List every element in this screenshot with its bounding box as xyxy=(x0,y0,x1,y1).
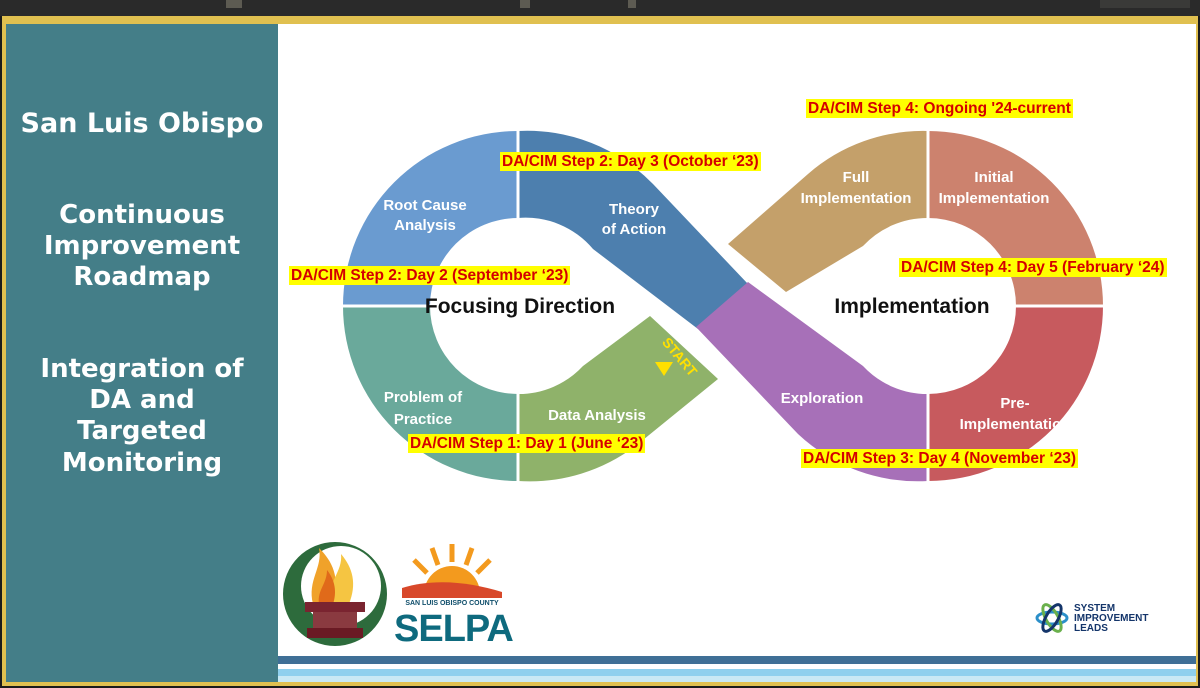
slide-title-location: San Luis Obispo xyxy=(20,108,264,139)
label-theory-1: Theory xyxy=(609,201,660,218)
selpa-logo: SAN LUIS OBISPO COUNTY SELPA xyxy=(394,538,514,656)
torch-logo xyxy=(283,542,387,646)
footer-stripes xyxy=(278,656,1196,682)
label-full-1: Full xyxy=(843,169,870,186)
top-bar-mark xyxy=(520,0,530,8)
sil-line2: IMPROVEMENT xyxy=(1074,613,1149,624)
segment-data-analysis xyxy=(518,316,718,482)
label-data-analysis: Data Analysis xyxy=(548,407,646,424)
segment-pre-implementation xyxy=(928,306,1103,481)
sil-line1: SYSTEM xyxy=(1074,603,1116,614)
selpa-wordmark: SELPA xyxy=(394,608,514,650)
focusing-direction-label: Focusing Direction xyxy=(425,295,615,318)
label-problem-1: Problem of xyxy=(384,389,463,406)
label-root-cause-2: Analysis xyxy=(394,217,456,234)
label-pre-2: Implementation xyxy=(960,416,1071,433)
implementation-label: Implementation xyxy=(834,295,989,318)
callout-step4-day5: DA/CIM Step 4: Day 5 (February ‘24) xyxy=(899,258,1167,277)
callout-step4-ongoing: DA/CIM Step 4: Ongoing '24-current xyxy=(806,99,1073,118)
segment-theory-of-action xyxy=(518,130,748,329)
video-top-bar xyxy=(0,0,1200,16)
label-root-cause-1: Root Cause xyxy=(383,197,466,214)
top-bar-mark xyxy=(1100,0,1190,8)
label-initial-1: Initial xyxy=(974,169,1013,186)
callout-step1-day1: DA/CIM Step 1: Day 1 (June ‘23) xyxy=(408,434,646,453)
atom-icon xyxy=(1035,603,1069,633)
segment-exploration xyxy=(696,282,928,482)
label-initial-2: Implementation xyxy=(939,190,1050,207)
segment-initial-implementation xyxy=(928,131,1103,306)
label-full-2: Implementation xyxy=(801,190,912,207)
label-exploration: Exploration xyxy=(781,390,864,407)
label-pre-1: Pre- xyxy=(1000,395,1029,412)
callout-step2-day2: DA/CIM Step 2: Day 2 (September ‘23) xyxy=(289,266,571,285)
start-arrow-icon xyxy=(655,362,673,376)
selpa-county-text: SAN LUIS OBISPO COUNTY xyxy=(405,600,499,607)
slide-title-roadmap: Continuous Improvement Roadmap xyxy=(43,200,241,293)
sil-line3: LEADS xyxy=(1074,623,1108,634)
callout-step2-day3: DA/CIM Step 2: Day 3 (October ‘23) xyxy=(500,152,761,171)
top-bar-mark xyxy=(628,0,636,8)
slide-subtitle-integration: Integration of DA and Targeted Monitorin… xyxy=(40,354,244,478)
top-bar-mark xyxy=(226,0,242,8)
system-improvement-leads-logo: SYSTEM IMPROVEMENT LEADS xyxy=(1034,600,1164,640)
label-problem-2: Practice xyxy=(394,411,452,428)
sunrise-icon xyxy=(402,544,502,598)
left-title-panel: San Luis Obispo Continuous Improvement R… xyxy=(6,24,278,682)
segment-full-implementation xyxy=(728,130,928,292)
segment-root-cause xyxy=(343,131,518,306)
callout-step3-day4: DA/CIM Step 3: Day 4 (November ‘23) xyxy=(801,449,1079,468)
label-theory-2: of Action xyxy=(602,221,666,238)
